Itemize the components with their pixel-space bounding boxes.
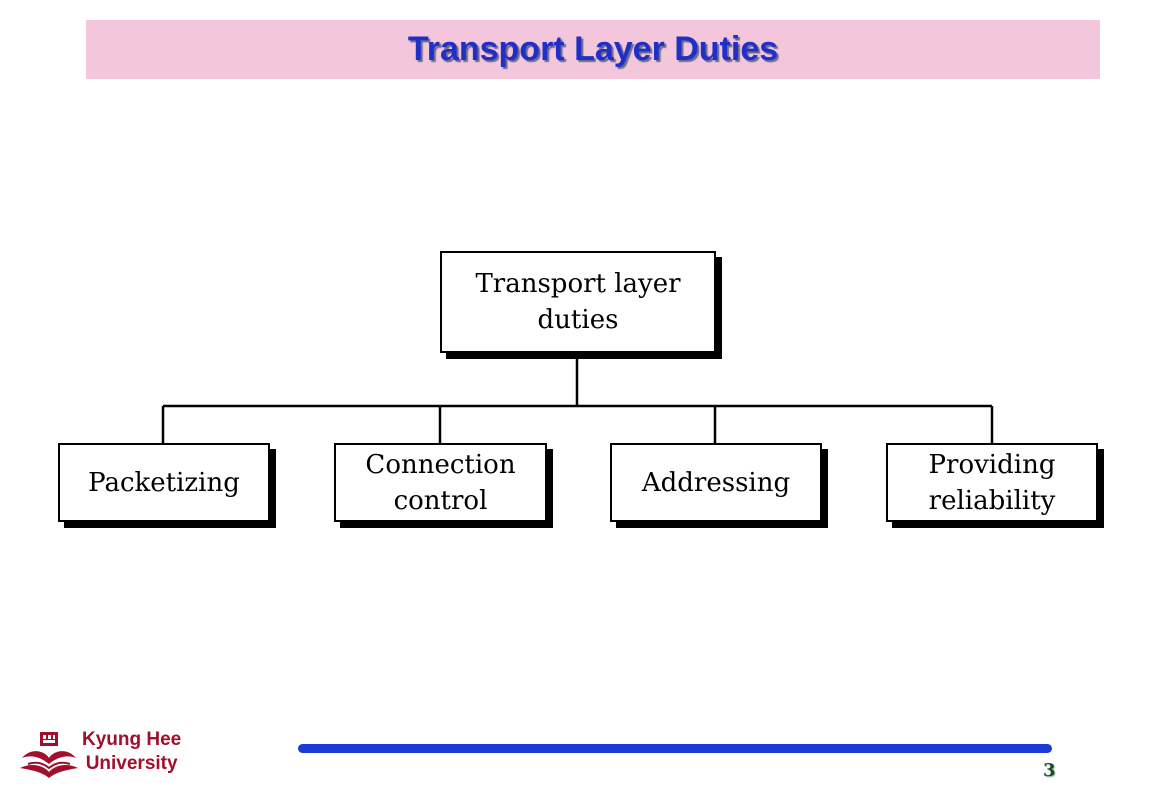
node-label: Addressing <box>641 467 791 498</box>
title-banner: Transport Layer Duties <box>86 20 1100 79</box>
page-number: 3 <box>1043 760 1056 781</box>
footer-bar <box>298 744 1052 753</box>
node-addressing: Addressing <box>610 443 822 522</box>
node-label: Providing reliability <box>928 449 1056 516</box>
university-seal-icon <box>20 732 78 778</box>
logo-text: Kyung Hee University <box>82 729 182 774</box>
node-packetizing: Packetizing <box>58 443 270 522</box>
slide-title: Transport Layer Duties <box>407 30 779 68</box>
node-label: Connection control <box>365 449 516 516</box>
node-root: Transport layer duties <box>440 251 716 353</box>
university-logo: Kyung Hee University <box>18 728 208 780</box>
node-connection-control: Connection control <box>334 443 547 522</box>
node-label: Packetizing <box>88 467 240 498</box>
node-root-label: Transport layer duties <box>475 269 681 335</box>
node-providing-reliability: Providing reliability <box>886 443 1098 522</box>
